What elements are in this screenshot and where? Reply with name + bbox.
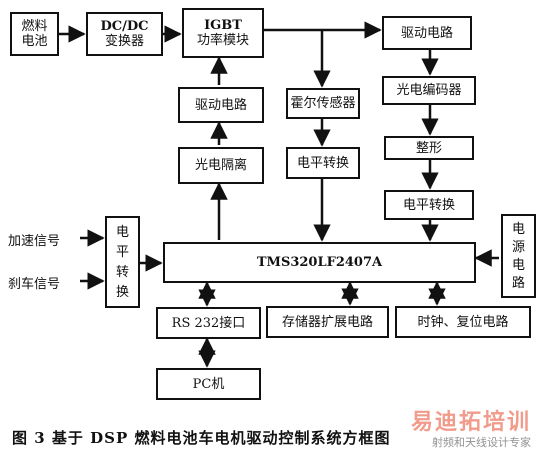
watermark: 易迪拓培训 射频和天线设计专家	[411, 404, 531, 450]
power-circuit-char3: 电	[511, 257, 525, 273]
clock-reset-box: 时钟、复位电路	[395, 306, 531, 338]
igbt-line2: 功率模块	[196, 33, 249, 48]
drive-circuit-top-label: 驱动电路	[400, 25, 453, 41]
dcdc-line2: 变换器	[104, 34, 144, 49]
fuel-cell-line2: 电池	[21, 34, 48, 49]
watermark-main: 易迪拓培训	[410, 410, 531, 435]
level-shift-mid-label: 电平转换	[296, 155, 349, 171]
fuel-cell-box: 燃料 电池	[10, 12, 59, 56]
encoder-label: 光电编码器	[396, 83, 462, 98]
level-shift-mid-box: 电平转换	[286, 147, 360, 179]
fuel-cell-line1: 燃料	[21, 19, 48, 34]
igbt-module-box: IGBT 功率模块	[182, 8, 264, 58]
rs232-box: RS 232接口	[156, 307, 261, 339]
dcdc-converter-box: DC/DC 变换器	[86, 12, 163, 56]
level-shift-left-box: 电 平 转 换	[105, 216, 140, 308]
level-shift-right-box: 电平转换	[384, 190, 474, 220]
watermark-sub: 射频和天线设计专家	[432, 436, 531, 449]
drive-circuit-left-label: 驱动电路	[194, 97, 247, 113]
memory-ext-label: 存储器扩展电路	[281, 314, 373, 330]
pc-box: PC机	[156, 368, 261, 400]
level-shift-left-char4: 换	[115, 284, 129, 300]
dcdc-line1: DC/DC	[100, 19, 149, 34]
accel-signal-label: 加速信号	[8, 234, 61, 249]
rs232-label: RS 232接口	[171, 315, 246, 331]
power-circuit-char4: 路	[511, 275, 525, 291]
level-shift-left-char1: 电	[115, 224, 129, 240]
memory-ext-box: 存储器扩展电路	[266, 306, 389, 338]
clock-reset-label: 时钟、复位电路	[417, 314, 509, 330]
power-circuit-char1: 电	[511, 221, 525, 237]
pc-label: PC机	[192, 376, 225, 392]
opto-isolation-label: 光电隔离	[194, 158, 247, 173]
dsp-label: TMS320LF2407A	[256, 255, 383, 270]
opto-isolation-box: 光电隔离	[178, 147, 264, 184]
dsp-box: TMS320LF2407A	[163, 242, 476, 283]
level-shift-left-char3: 转	[115, 264, 129, 280]
hall-sensor-label: 霍尔传感器	[290, 96, 356, 111]
power-circuit-box: 电 源 电 路	[501, 214, 536, 298]
drive-circuit-top-box: 驱动电路	[382, 16, 472, 50]
brake-signal-label: 刹车信号	[8, 277, 61, 292]
shaping-box: 整形	[384, 136, 474, 160]
igbt-line1: IGBT	[204, 18, 242, 33]
shaping-label: 整形	[415, 140, 442, 156]
figure-caption: 图 3 基于 DSP 燃料电池车电机驱动控制系统方框图	[12, 429, 391, 447]
level-shift-left-char2: 平	[115, 244, 129, 260]
power-circuit-char2: 源	[511, 239, 525, 255]
hall-sensor-box: 霍尔传感器	[286, 88, 360, 119]
encoder-box: 光电编码器	[382, 76, 476, 105]
drive-circuit-left-box: 驱动电路	[178, 87, 264, 123]
level-shift-right-label: 电平转换	[402, 197, 455, 213]
